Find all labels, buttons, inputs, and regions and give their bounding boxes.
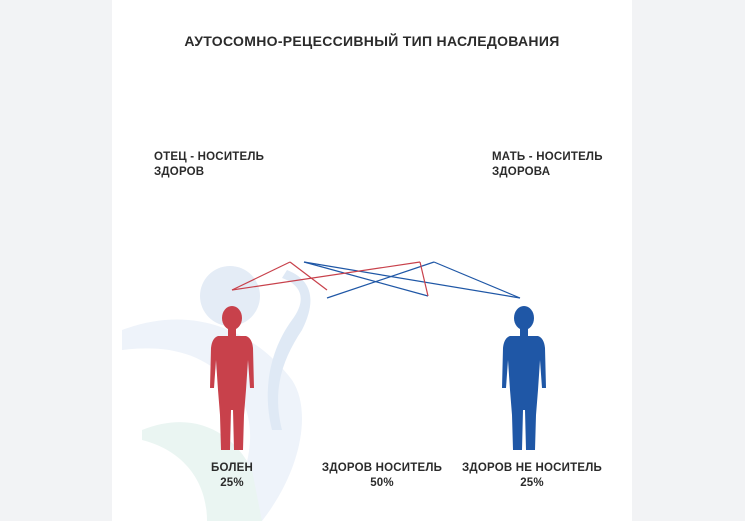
- child-carrier-figure-1: [308, 306, 352, 450]
- outcome-affected-percent: 25%: [220, 477, 244, 489]
- line-father-child4: [303, 261, 521, 299]
- mother-figure: [414, 94, 470, 260]
- mother-label-line1: МАТЬ - НОСИТЕЛЬ: [492, 151, 603, 163]
- diagram-title: АУТОСОМНО-РЕЦЕССИВНЫЙ ТИП НАСЛЕДОВАНИЯ: [184, 33, 560, 49]
- outcome-carrier-percent: 50%: [370, 477, 394, 489]
- line-mother-child4: [433, 261, 521, 299]
- outcome-noncarrier-percent: 25%: [520, 477, 544, 489]
- line-father-child1: [231, 261, 291, 291]
- line-father-child3: [303, 261, 429, 297]
- child-noncarrier-figure: [502, 306, 546, 450]
- line-mother-child3: [419, 261, 429, 297]
- decorative-background: [122, 266, 311, 521]
- father-label-line1: ОТЕЦ - НОСИТЕЛЬ: [154, 151, 265, 163]
- mother-label: МАТЬ - НОСИТЕЛЬ ЗДОРОВА: [492, 150, 603, 180]
- line-father-child2: [289, 261, 328, 291]
- inheritance-diagram: [122, 94, 546, 521]
- line-mother-child2: [326, 261, 435, 299]
- outcome-noncarrier-label: ЗДОРОВ НЕ НОСИТЕЛЬ: [462, 462, 602, 474]
- outcome-carrier-label: ЗДОРОВ НОСИТЕЛЬ: [321, 462, 443, 474]
- inheritance-lines: [231, 261, 521, 299]
- outcome-carrier: ЗДОРОВ НОСИТЕЛЬ 50%: [302, 461, 462, 491]
- line-mother-child1: [231, 261, 421, 291]
- father-label-line2: ЗДОРОВ: [154, 166, 205, 178]
- father-figure: [274, 97, 343, 260]
- outcome-affected-label: БОЛЕН: [211, 462, 253, 474]
- outcome-noncarrier: ЗДОРОВ НЕ НОСИТЕЛЬ 25%: [452, 461, 612, 491]
- outcome-affected: БОЛЕН 25%: [192, 461, 272, 491]
- mother-label-line2: ЗДОРОВА: [492, 166, 551, 178]
- child-carrier-figure-2: [406, 306, 450, 450]
- infographic-card: АУТОСОМНО-РЕЦЕССИВНЫЙ ТИП НАСЛЕДОВАНИЯ О…: [112, 0, 632, 521]
- father-label: ОТЕЦ - НОСИТЕЛЬ ЗДОРОВ: [154, 150, 264, 180]
